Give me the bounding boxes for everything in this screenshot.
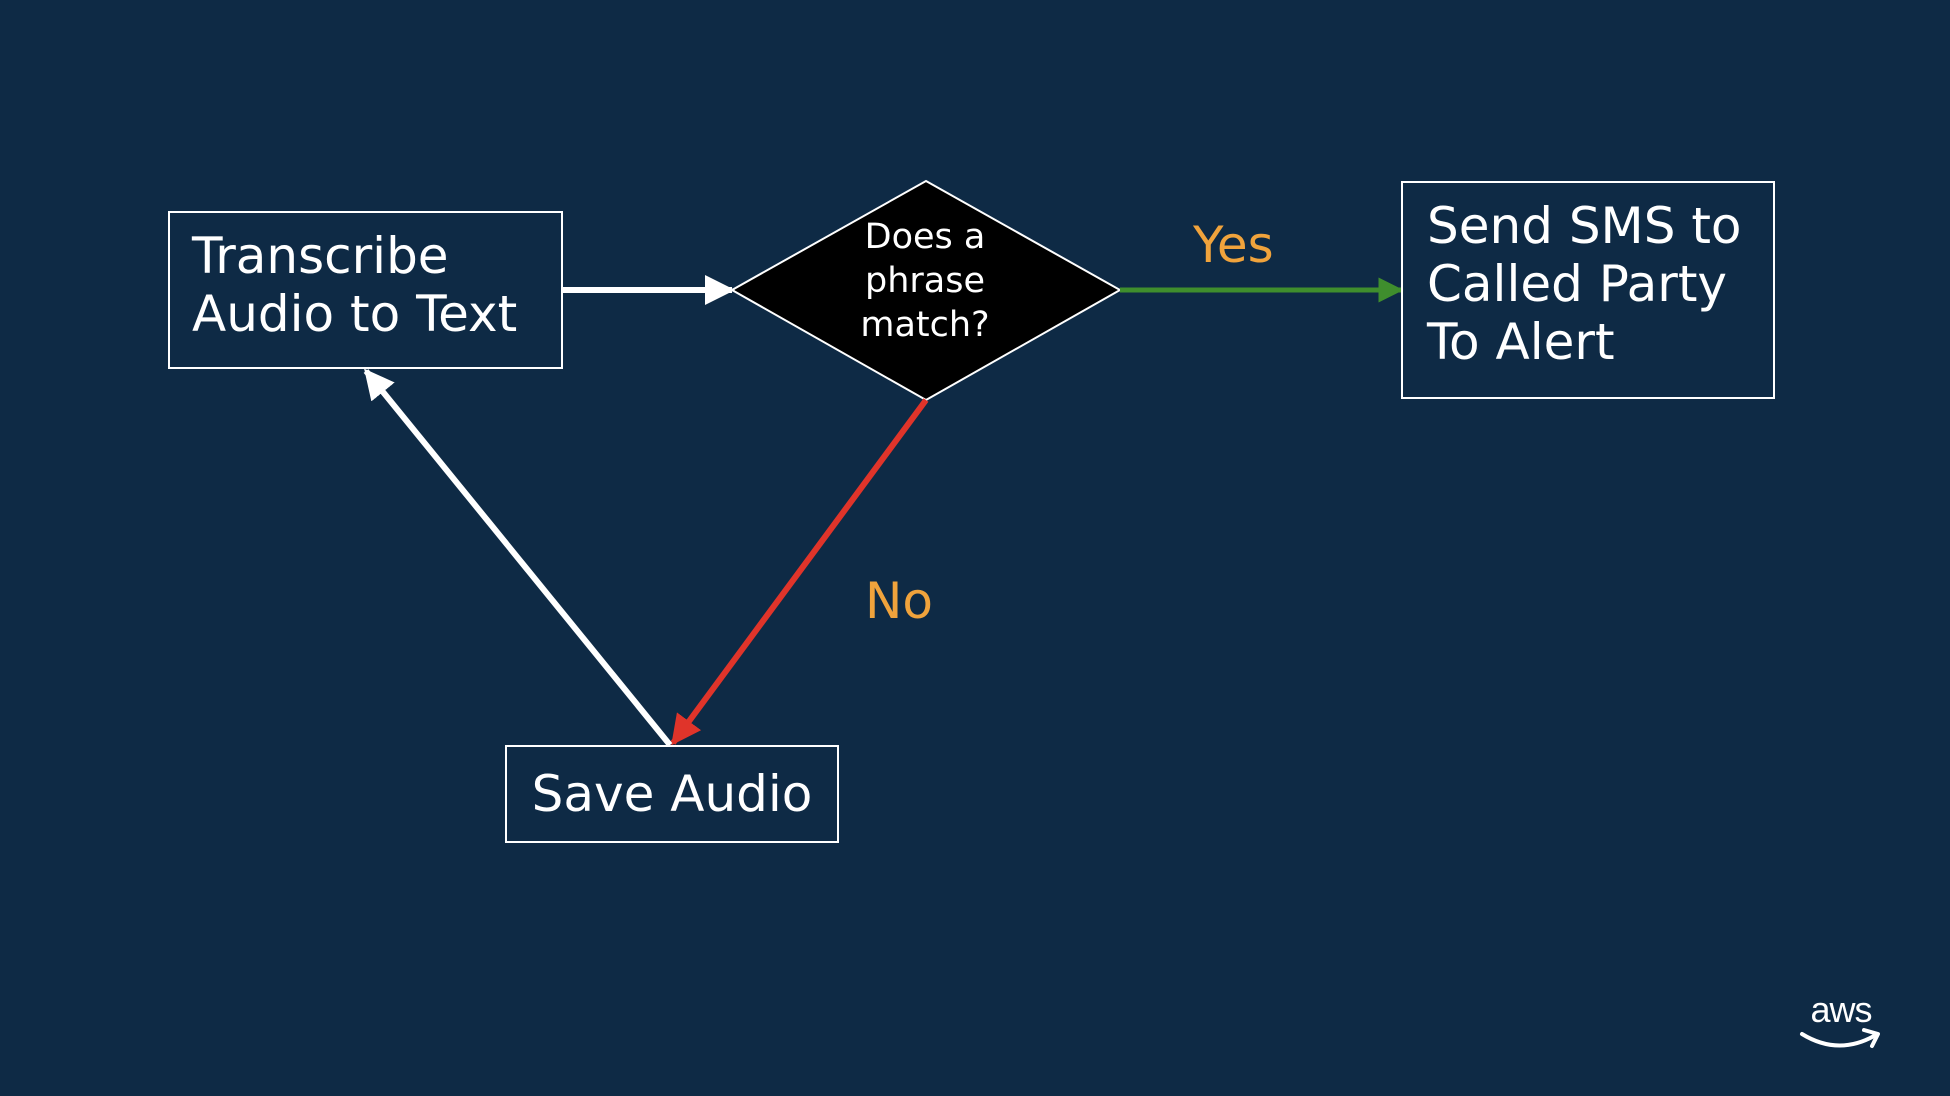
aws-logo-text: aws — [1810, 989, 1872, 1030]
aws-logo: aws — [1796, 990, 1886, 1060]
node-transcribe-audio: Transcribe Audio to Text — [168, 211, 563, 369]
decision-line-1: Does a — [864, 217, 986, 257]
node-sms-line-2: Called Party — [1427, 255, 1728, 313]
edge-label-no: No — [865, 572, 933, 630]
aws-smile-icon — [1800, 1028, 1880, 1048]
node-sms-line-1: Send SMS to — [1427, 197, 1742, 255]
edge-label-yes: Yes — [1193, 216, 1274, 274]
decision-line-2: phrase — [864, 261, 985, 301]
node-transcribe-line-2: Audio to Text — [192, 285, 518, 343]
node-save-line-1: Save Audio — [531, 765, 813, 823]
decision-label: Does a phrase match? — [800, 215, 1050, 347]
decision-line-3: match? — [860, 305, 990, 345]
arrow-no — [670, 398, 929, 746]
node-sms-line-3: To Alert — [1427, 313, 1615, 371]
node-send-sms: Send SMS to Called Party To Alert — [1401, 181, 1775, 399]
arrow-save-to-transcribe — [363, 368, 673, 747]
node-transcribe-line-1: Transcribe — [192, 227, 449, 285]
node-save-audio: Save Audio — [505, 745, 839, 843]
